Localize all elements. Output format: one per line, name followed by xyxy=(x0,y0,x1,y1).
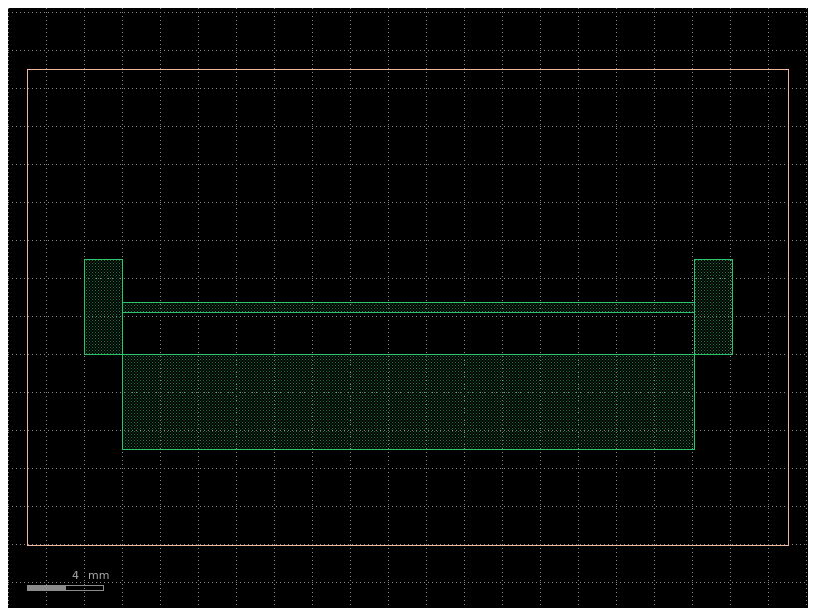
layout-canvas[interactable]: 4 mm xyxy=(8,8,808,608)
scale-bar-value: 4 xyxy=(72,569,79,582)
waveguide-strip[interactable] xyxy=(122,302,695,313)
right-pad[interactable] xyxy=(694,259,733,355)
substrate-region[interactable] xyxy=(122,354,695,450)
scale-bar-unit: mm xyxy=(88,569,109,582)
cell-outline xyxy=(27,69,789,546)
device-geometry xyxy=(84,259,733,450)
layout-svg: 4 mm xyxy=(8,8,808,608)
left-pad[interactable] xyxy=(84,259,123,355)
scale-bar-filled xyxy=(27,585,66,591)
scale-bar-empty xyxy=(65,585,104,591)
scale-bar: 4 mm xyxy=(27,569,109,591)
